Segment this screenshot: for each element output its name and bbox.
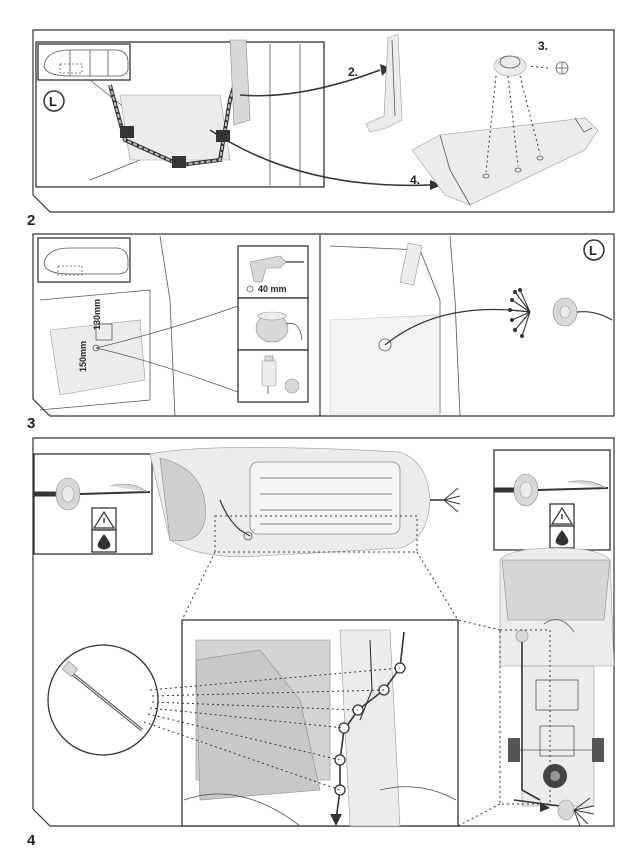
zoom-region xyxy=(214,515,418,553)
drop-icon-right xyxy=(549,525,575,549)
step-4-label: 4. xyxy=(410,173,420,187)
floor-panel-part xyxy=(411,117,599,206)
section-number-4: 4 xyxy=(27,832,36,849)
car-locator-thumbnail-3 xyxy=(37,237,131,283)
drill-box: 40 mm xyxy=(237,245,309,299)
drill-icon xyxy=(249,255,304,283)
drop-icon xyxy=(91,529,117,553)
routing-region xyxy=(499,629,551,805)
dimension-horizontal: 130mm xyxy=(92,299,102,330)
car-locator-thumbnail xyxy=(37,43,131,81)
grommet-part xyxy=(552,297,613,327)
vehicle-underside-view xyxy=(499,547,615,807)
warning-icon-right xyxy=(549,503,575,527)
clip-part xyxy=(493,55,527,77)
drill-size-label: 40 mm xyxy=(258,284,287,294)
warning-icon xyxy=(91,507,117,531)
svg-text:L: L xyxy=(589,243,597,258)
svg-text:L: L xyxy=(49,94,57,109)
rear-grommet xyxy=(557,799,575,821)
cable-tie-icon xyxy=(47,644,159,756)
trim-strip-part xyxy=(365,33,403,133)
dimension-vertical: 150mm xyxy=(78,341,88,372)
screw-icon xyxy=(555,61,569,75)
wire-bundle xyxy=(508,288,531,338)
vehicle-top-view xyxy=(149,447,461,557)
section-2: 2 L 2. 3. 4. xyxy=(27,29,615,229)
section-number-3: 3 xyxy=(27,415,35,432)
sealant-box xyxy=(237,349,309,403)
underbody-zoom-panel xyxy=(181,619,459,827)
grommet-detail-right xyxy=(493,449,611,551)
step-3-label: 3. xyxy=(538,39,548,53)
left-side-marker: L xyxy=(43,90,65,112)
vacuum-box xyxy=(237,297,309,351)
left-side-marker-3: L xyxy=(583,239,605,261)
sealant-icon xyxy=(261,355,300,394)
vacuum-icon xyxy=(255,311,303,343)
section-4: 4 xyxy=(27,437,615,849)
section-number-2: 2 xyxy=(27,212,35,229)
section-3: 3 130mm 150mm 40 mm xyxy=(27,233,615,432)
step-2-label: 2. xyxy=(348,65,358,79)
grommet-detail-left xyxy=(33,453,153,555)
